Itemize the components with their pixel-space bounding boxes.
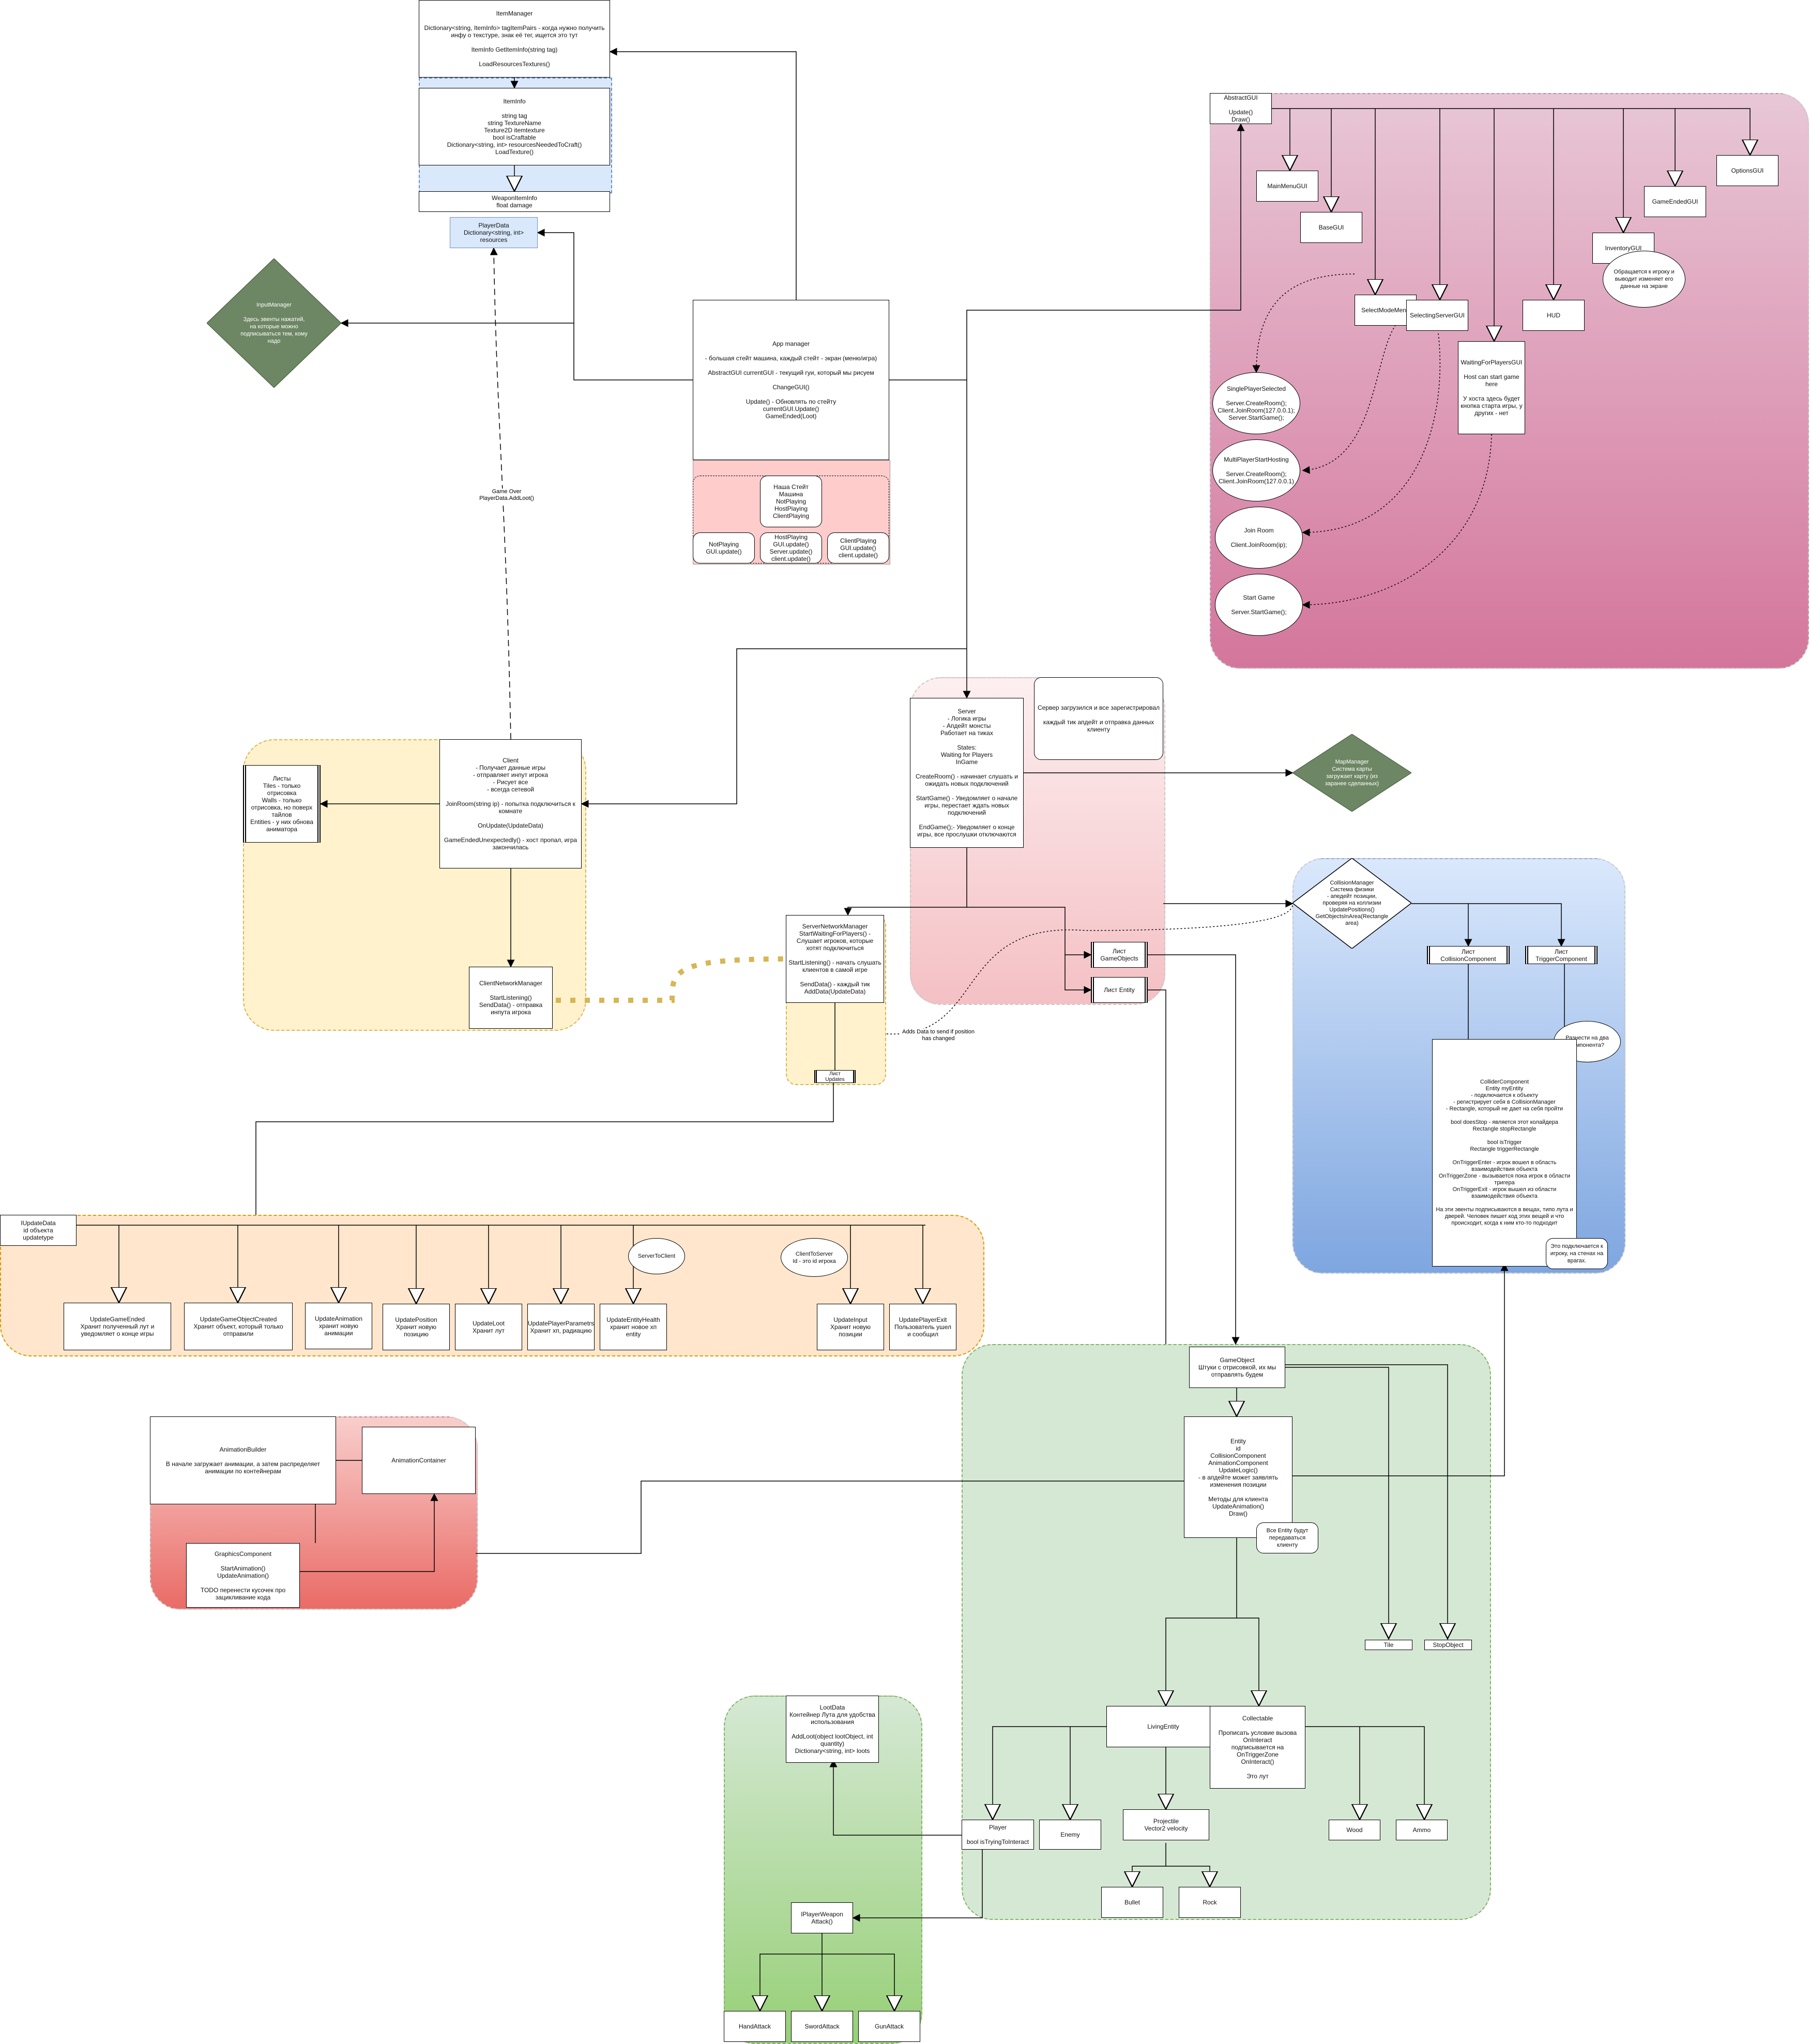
weapon-item-info-node[interactable]: WeaponItemInfo float damage [419,191,610,212]
multiplayer-start-hosting-node[interactable]: MultiPlayerStartHosting Server.CreateRoo… [1212,439,1300,501]
stop-object-node[interactable]: StopObject [1424,1640,1472,1650]
edge-server-go [967,907,1092,959]
hand-attack-node[interactable]: HandAttack [724,2011,786,2042]
hud-node[interactable]: HUD [1523,300,1585,331]
map-manager-shape [1292,734,1411,812]
update-animation-node[interactable]: UpdateAnimation хранит новую анимации [305,1303,372,1349]
client-lists-node[interactable]: Листы Tiles - только отрисовка Walls - т… [243,765,321,843]
edge-entity-anim [476,1481,1184,1554]
edge-entity-collider [1292,1263,1509,1476]
main-menu-gui-node[interactable]: MainMenuGUI [1256,171,1318,202]
update-input-node[interactable]: UpdateInput Хранит новую позиции [817,1304,884,1350]
entity-note: Все Entity будут передаваться клиенту [1256,1522,1318,1553]
animation-container-node[interactable]: AnimationContainer [362,1427,476,1494]
edge-updates-iupdate [255,1083,834,1215]
edge-net-dots [556,956,786,1003]
collision-manager-label[interactable]: CollisionManager Система физики - апедей… [1315,880,1389,926]
rock-node[interactable]: Rock [1179,1887,1241,1918]
edge-player-weapon [852,1845,983,1922]
edge-server-net [844,848,967,916]
list-collision-node[interactable]: Лист CollisionComponent [1427,946,1510,964]
inventory-cloud: Обращается к игроку и выводит изменяет е… [1603,251,1685,308]
update-entity-health-node[interactable]: UpdateEntityHealth хранит новое хп entit… [600,1304,667,1350]
enemy-node[interactable]: Enemy [1039,1820,1101,1850]
update-gameobject-created-node[interactable]: UpdateGameObjectCreated Хранит объект, к… [184,1303,293,1350]
edge-gc-ac [300,1493,438,1572]
collectable-node[interactable]: Collectable Прописать условие вызова OnI… [1210,1706,1305,1789]
edge-server-client [581,648,967,808]
server-node[interactable]: Server - Логика игры - Апдейт монсты Раб… [910,698,1024,848]
add-data-label: Adds Data to send if position has change… [900,1029,977,1042]
edge-app-gui [966,123,1245,380]
host-playing-node[interactable]: HostPlaying GUI.update() Server.update()… [760,532,822,563]
update-player-exit-node[interactable]: UpdatePlayerExit Пользователь ушел и соо… [889,1304,956,1350]
edge-adddata [886,904,1293,1034]
edge-app-server [889,379,971,699]
player-node[interactable]: Player bool isTryingToInteract [962,1820,1034,1850]
single-player-selected-node[interactable]: SinglePlayerSelected Server.CreateRoom()… [1212,372,1300,434]
base-gui-node[interactable]: BaseGUI [1300,212,1362,243]
entity-node[interactable]: Entity id CollisionComponent AnimationCo… [1184,1416,1292,1538]
animation-builder-node[interactable]: AnimationBuilder В начале загружает аним… [150,1416,336,1504]
edge-server-entity [1064,955,1092,994]
wood-node[interactable]: Wood [1329,1820,1380,1840]
input-manager-shape [207,258,341,388]
options-gui-node[interactable]: OptionsGUI [1716,155,1778,186]
game-over-label: Game Over PlayerData.AddLoot() [473,489,540,502]
update-game-ended-node[interactable]: UpdateGameEnded Хранит полученный лут и … [64,1303,171,1350]
game-ended-gui-node[interactable]: GameEndedGUI [1644,186,1706,217]
waiting-for-players-gui-node[interactable]: WaitingForPlayersGUI Host can start game… [1458,341,1525,434]
graphics-component-node[interactable]: GraphicsComponent StartAnimation() Updat… [186,1543,300,1608]
start-game-node[interactable]: Start Game Server.StartGame(); [1215,574,1303,636]
edge-app-playerdata [537,228,693,380]
list-trigger-node[interactable]: Лист TriggerComponent [1525,946,1598,964]
update-position-node[interactable]: UpdatePosition Хранит новую позицию [383,1304,450,1350]
not-playing-node[interactable]: NotPlaying GUI.update() [693,532,755,563]
collider-note: Это подключается к игроку, на стенах на … [1546,1238,1608,1269]
edge-collision-trigger [1468,903,1565,947]
ammo-node[interactable]: Ammo [1396,1820,1448,1840]
join-room-node[interactable]: Join Room Client.JoinRoom(ip); [1215,507,1303,569]
item-info-node[interactable]: ItemInfo string tag string TextureName T… [419,88,610,165]
app-manager-node[interactable]: App manager - большая стейт машина, кажд… [693,300,889,460]
player-data-node[interactable]: PlayerData Dictionary<string, int> resou… [450,217,538,248]
edge-player-loot [829,1759,962,1836]
list-entity-node[interactable]: Лист Entity [1091,977,1148,1003]
server-network-manager-node[interactable]: ServerNetworkManager StartWaitingForPlay… [786,915,884,1003]
edge-collision-list [1411,903,1472,947]
edge-go-gameobject [1147,954,1240,1345]
list-gameobjects-node[interactable]: Лист GameObjects [1091,942,1148,968]
sword-attack-node[interactable]: SwordAttack [791,2011,853,2042]
client-playing-node[interactable]: ClientPlaying GUI.update() client.update… [827,532,889,563]
living-entity-node[interactable]: LivingEntity [1106,1706,1220,1747]
input-manager-label[interactable]: InputManager Здесь эвенты нажатий, на ко… [240,302,308,344]
update-player-parametrs-node[interactable]: UpdatePlayerParametrs Хранит хп, радиаци… [527,1304,595,1350]
iplayer-weapon-node[interactable]: IPlayerWeapon Attack() [791,1902,853,1933]
server-to-client-cloud: ServerToClient [628,1238,685,1274]
projectile-node[interactable]: Projectile Vector2 velocity [1123,1809,1209,1840]
selecting-server-gui-node[interactable]: SelectingServerGUI [1406,300,1468,331]
server-note: Сервер загрузился и все зарегистрировал … [1034,677,1163,760]
abstract-gui-node[interactable]: AbstractGUI Update() Draw() [1210,93,1272,124]
gun-attack-node[interactable]: GunAttack [858,2011,920,2042]
item-manager-node[interactable]: ItemManager Dictionary<string, ItemInfo>… [419,0,610,78]
bullet-node[interactable]: Bullet [1101,1887,1163,1918]
edge-app-itemmanager [609,48,797,300]
list-updates-node[interactable]: Лист Updates [814,1070,856,1083]
client-node[interactable]: Client - Получает данные игры - отправля… [439,739,582,868]
iupdatedata-node[interactable]: IUpdateData id объекта updatetype [0,1215,77,1246]
update-loot-node[interactable]: UpdateLoot Хранит лут [455,1304,522,1350]
client-network-manager-node[interactable]: ClientNetworkManager StartListening() Se… [469,967,553,1029]
tile-node[interactable]: Tile [1365,1640,1412,1650]
collision-manager-shape [1292,858,1411,949]
gameobject-node[interactable]: GameObject Штуки с отрисовкой, их мы отп… [1189,1347,1285,1388]
client-to-server-cloud: ClientToServer Id - это id игрока [781,1238,848,1277]
collider-component-node[interactable]: ColliderComponent Entity myEntity - подк… [1432,1039,1577,1267]
loot-data-node[interactable]: LootData Контейнер Лута для удобства исп… [786,1696,879,1763]
map-manager-label[interactable]: MapManager Система карты загружает карту… [1325,759,1379,787]
edge-entity-right [1147,989,1166,1344]
state-machine-node[interactable]: Наша Стейт Машина NotPlaying HostPlaying… [760,476,822,527]
